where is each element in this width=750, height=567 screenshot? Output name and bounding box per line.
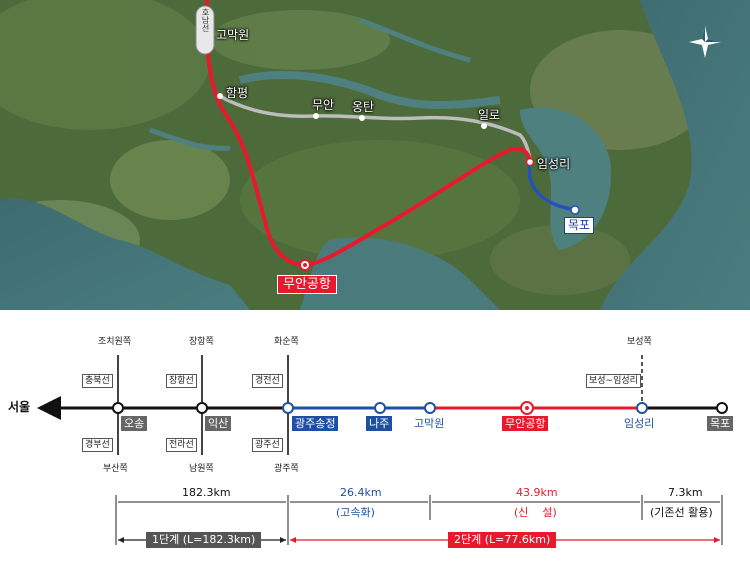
station-gomagwon: 고막원: [414, 417, 445, 430]
branch-iksan-up-line: 장항선: [166, 374, 197, 388]
branch-iksan-up: 장항쪽: [189, 337, 214, 347]
map-label-ilro: 일로: [478, 108, 501, 122]
station-naju-dot: [374, 402, 386, 414]
branch-iksan-down: 남원쪽: [189, 464, 214, 474]
station-imseongri-dot: [636, 402, 648, 414]
station-mokpo: 목포: [707, 416, 734, 431]
station-naju: 나주: [366, 416, 393, 431]
station-iksan: 익산: [205, 416, 232, 431]
station-gwangju-dot: [282, 402, 294, 414]
map-canvas: [0, 0, 750, 310]
existing-rail-line: [217, 93, 532, 161]
branch-osong-down: 부산쪽: [103, 464, 128, 474]
station-osong: 오송: [121, 416, 148, 431]
branch-gj-down: 광주쪽: [274, 464, 299, 474]
branch-gj-up: 화순쪽: [274, 337, 299, 347]
distance-3-note: (신 설): [514, 506, 557, 519]
ongtan-dot: [359, 115, 365, 121]
map-label-imseongri: 임성리: [537, 157, 571, 171]
route-diagram: 조치원쪽 충북선 경부선 부산쪽 장항쪽 장항선 전라선 남원쪽 화순쪽 경전선…: [0, 310, 750, 567]
station-mokpo-dot: [716, 402, 728, 414]
station-iksan-dot: [196, 402, 208, 414]
distance-1: 182.3km: [182, 486, 231, 499]
muan-dot: [313, 113, 319, 119]
branch-osong-down-line: 경부선: [82, 438, 113, 452]
station-imseongri: 임성리: [624, 417, 655, 430]
terrain: [0, 0, 710, 295]
line-sign: [195, 5, 215, 55]
distance-2: 26.4km: [340, 486, 382, 499]
map-label-ongtan: 옹탄: [352, 100, 375, 114]
distance-4-note: (기존선 활용): [650, 506, 713, 519]
phase-2-label: 2단계 (L=77.6km): [448, 532, 557, 548]
distance-2-note: (고속화): [336, 506, 375, 519]
water: [0, 0, 750, 310]
station-osong-dot: [112, 402, 124, 414]
hampyeong-dot: [217, 93, 223, 99]
branch-imseong-up-line: 보성∼임성리: [586, 374, 641, 388]
mokpo-dot: [570, 205, 580, 215]
distance-4: 7.3km: [668, 486, 703, 499]
branch-imseong-up: 보성쪽: [627, 337, 652, 347]
distance-3: 43.9km: [516, 486, 558, 499]
branch-gj-up-line: 경전선: [252, 374, 283, 388]
line-sign-text: 호남선: [201, 8, 210, 32]
map-label-gomagwon: 고막원: [216, 28, 250, 42]
station-seoul: 서울: [8, 400, 31, 414]
map-label-mokpo: 목포: [564, 217, 595, 234]
mokpo-rail-line: [527, 161, 576, 212]
phase-1-label: 1단계 (L=182.3km): [146, 532, 262, 548]
station-gwangju-songjeong: 광주송정: [292, 416, 339, 431]
station-gomagwon-dot: [424, 402, 436, 414]
branch-gj-down-line: 광주선: [252, 438, 283, 452]
station-muan-airport: 무안공항: [502, 416, 549, 431]
map-label-muan: 무안: [312, 98, 335, 112]
branch-osong-up-line: 충북선: [82, 374, 113, 388]
branch-osong-up: 조치원쪽: [98, 337, 132, 347]
satellite-map: 호남선 고막원 함평 무안 옹탄 일로 임성리 목포 무안공항: [0, 0, 750, 310]
branch-iksan-down-line: 전라선: [166, 438, 197, 452]
imseongri-dot: [525, 157, 535, 167]
ilro-dot: [481, 123, 487, 129]
map-label-airport: 무안공항: [277, 275, 337, 294]
map-label-hampyeong: 함평: [226, 86, 249, 100]
compass-icon: [689, 26, 721, 58]
